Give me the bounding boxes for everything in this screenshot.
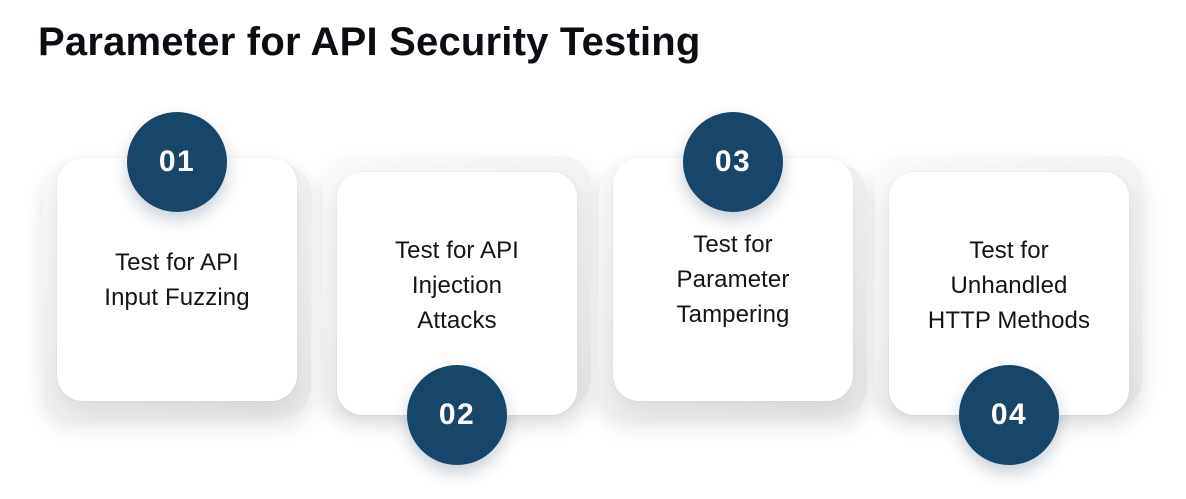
step-1-label: Test for API Input Fuzzing bbox=[104, 245, 249, 315]
label-line: Test for bbox=[693, 231, 773, 258]
step-1-number-badge: 01 bbox=[127, 112, 227, 212]
label-line: Injection bbox=[411, 272, 503, 299]
label-line: HTTP Methods bbox=[927, 307, 1091, 334]
label-line: Test for API bbox=[395, 237, 519, 264]
step-3-number-badge: 03 bbox=[683, 112, 783, 212]
step-number: 02 bbox=[438, 398, 476, 431]
label-line: Parameter bbox=[676, 266, 790, 293]
step-number: 04 bbox=[990, 398, 1028, 431]
step-card-2: Test for API Injection Attacks 02 bbox=[323, 156, 591, 466]
label-line: Test for bbox=[969, 237, 1049, 264]
step-card-3: Test for Parameter Tampering 03 bbox=[599, 112, 867, 433]
label-line: Unhandled bbox=[950, 272, 1068, 299]
step-2-number-badge: 02 bbox=[407, 365, 507, 465]
step-card-4: Test for Unhandled HTTP Methods 04 bbox=[875, 156, 1143, 466]
page-title: Parameter for API Security Testing bbox=[38, 20, 701, 64]
step-number: 03 bbox=[714, 145, 752, 178]
label-line: Attacks bbox=[417, 307, 497, 334]
label-line: Tampering bbox=[676, 301, 790, 328]
step-card-1: Test for API Input Fuzzing 01 bbox=[43, 112, 311, 433]
step-3-label: Test for Parameter Tampering bbox=[677, 227, 790, 332]
step-4-label: Test for Unhandled HTTP Methods bbox=[928, 233, 1090, 338]
step-number: 01 bbox=[158, 145, 196, 178]
step-2-label: Test for API Injection Attacks bbox=[395, 233, 519, 338]
label-line: Test for API bbox=[115, 248, 239, 276]
label-line: Input Fuzzing bbox=[104, 283, 250, 311]
step-4-number-badge: 04 bbox=[959, 365, 1059, 465]
